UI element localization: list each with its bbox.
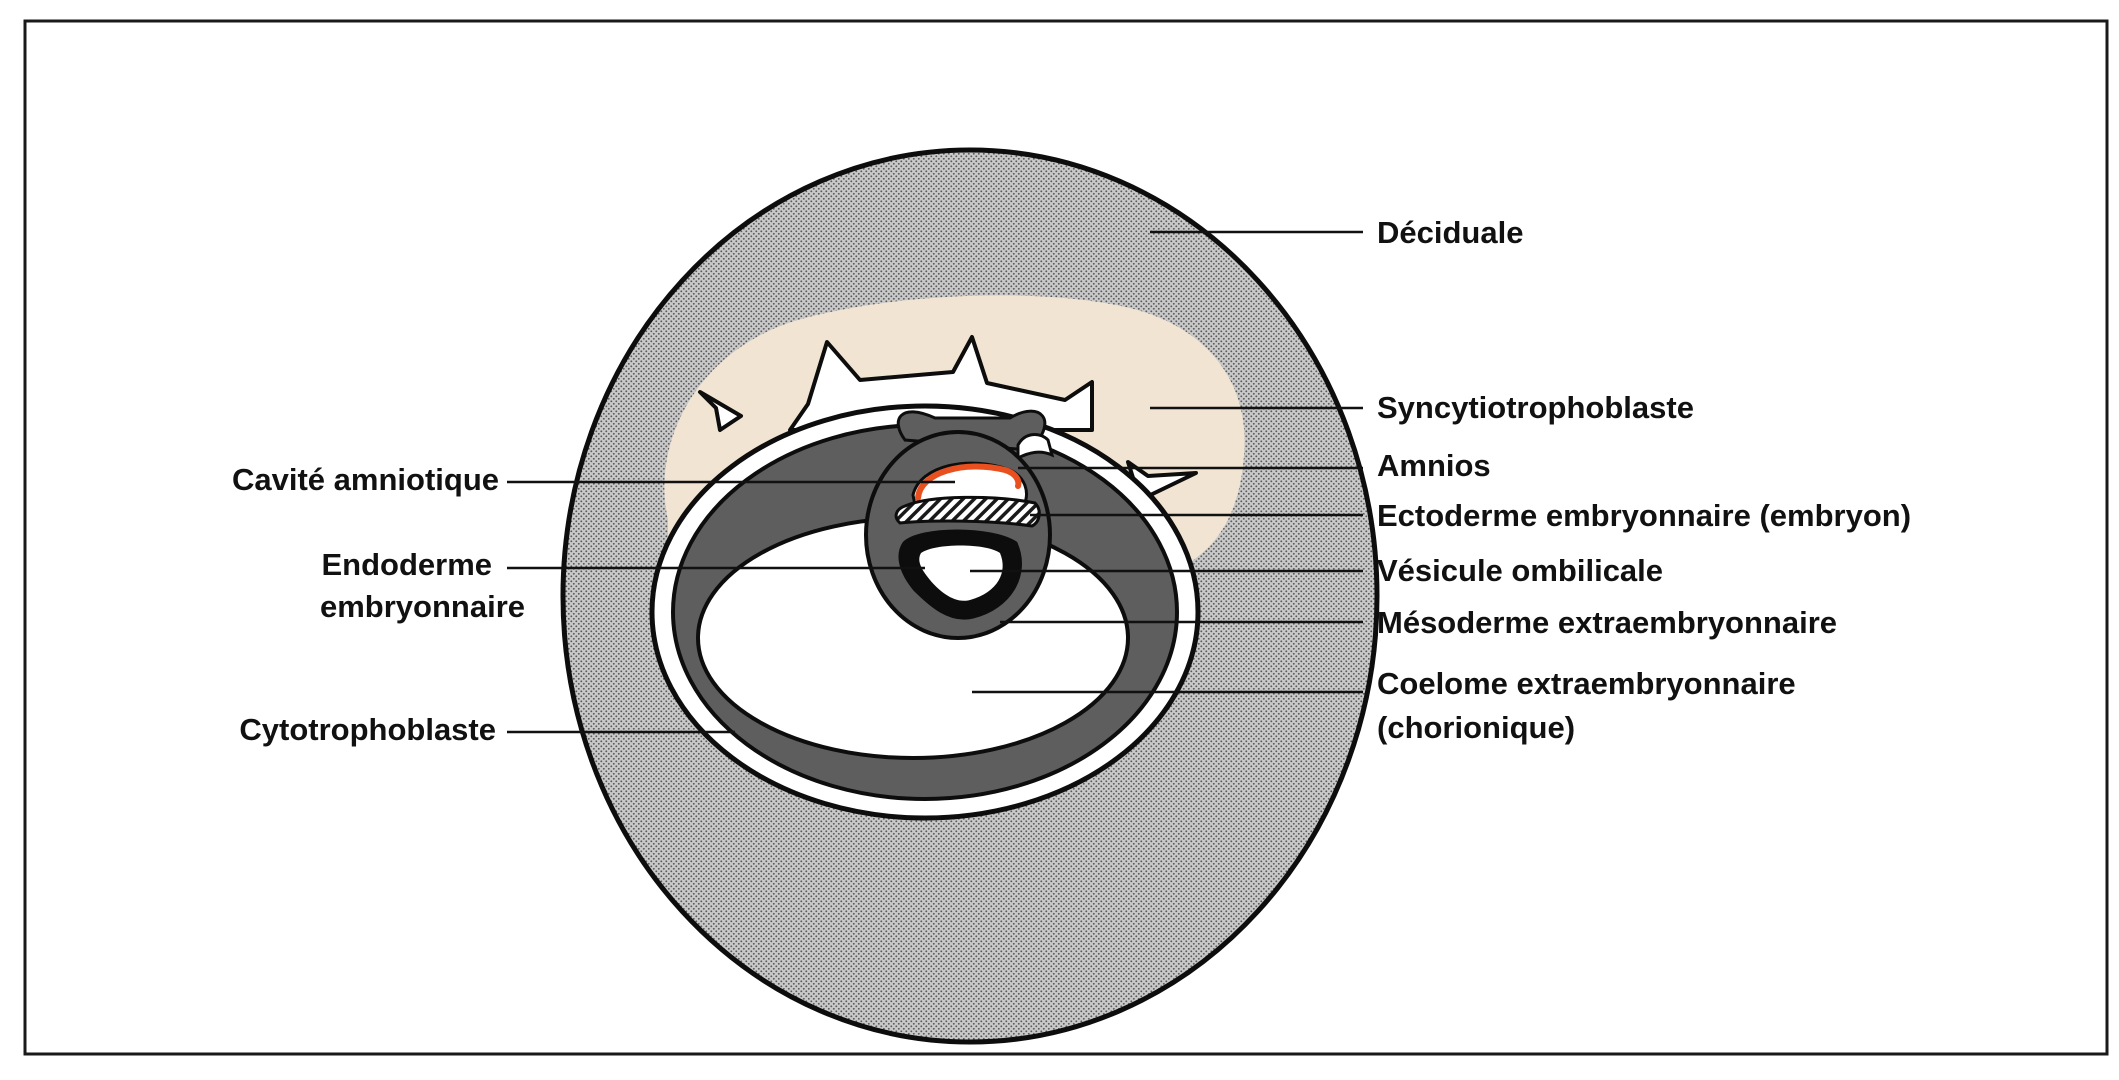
label-coelome-line2: (chorionique) bbox=[1377, 710, 1575, 745]
label-cytotrophoblaste: Cytotrophoblaste bbox=[239, 712, 496, 747]
diagram-frame bbox=[23, 19, 2109, 1056]
cytotrophoblast-villus-left bbox=[698, 390, 743, 432]
yolk-sac-cavity bbox=[919, 545, 1003, 601]
stalk-cleft bbox=[1016, 433, 1055, 461]
label-ectoderme: Ectoderme embryonnaire (embryon) bbox=[1377, 498, 1911, 533]
label-cavite: Cavité amniotique bbox=[232, 462, 499, 497]
label-vesicule: Vésicule ombilicale bbox=[1377, 553, 1663, 588]
label-deciduale: Déciduale bbox=[1377, 215, 1523, 250]
label-endoderme-line2: embryonnaire bbox=[320, 589, 525, 624]
label-mesoderme: Mésoderme extraembryonnaire bbox=[1377, 605, 1837, 640]
label-coelome-line1: Coelome extraembryonnaire bbox=[1377, 666, 1796, 701]
label-syncytiotrophoblaste: Syncytiotrophoblaste bbox=[1377, 390, 1694, 425]
label-amnios: Amnios bbox=[1377, 448, 1491, 483]
label-endoderme-line1: Endoderme bbox=[321, 547, 492, 582]
embryonic-ectoderm-disc bbox=[894, 495, 1041, 528]
